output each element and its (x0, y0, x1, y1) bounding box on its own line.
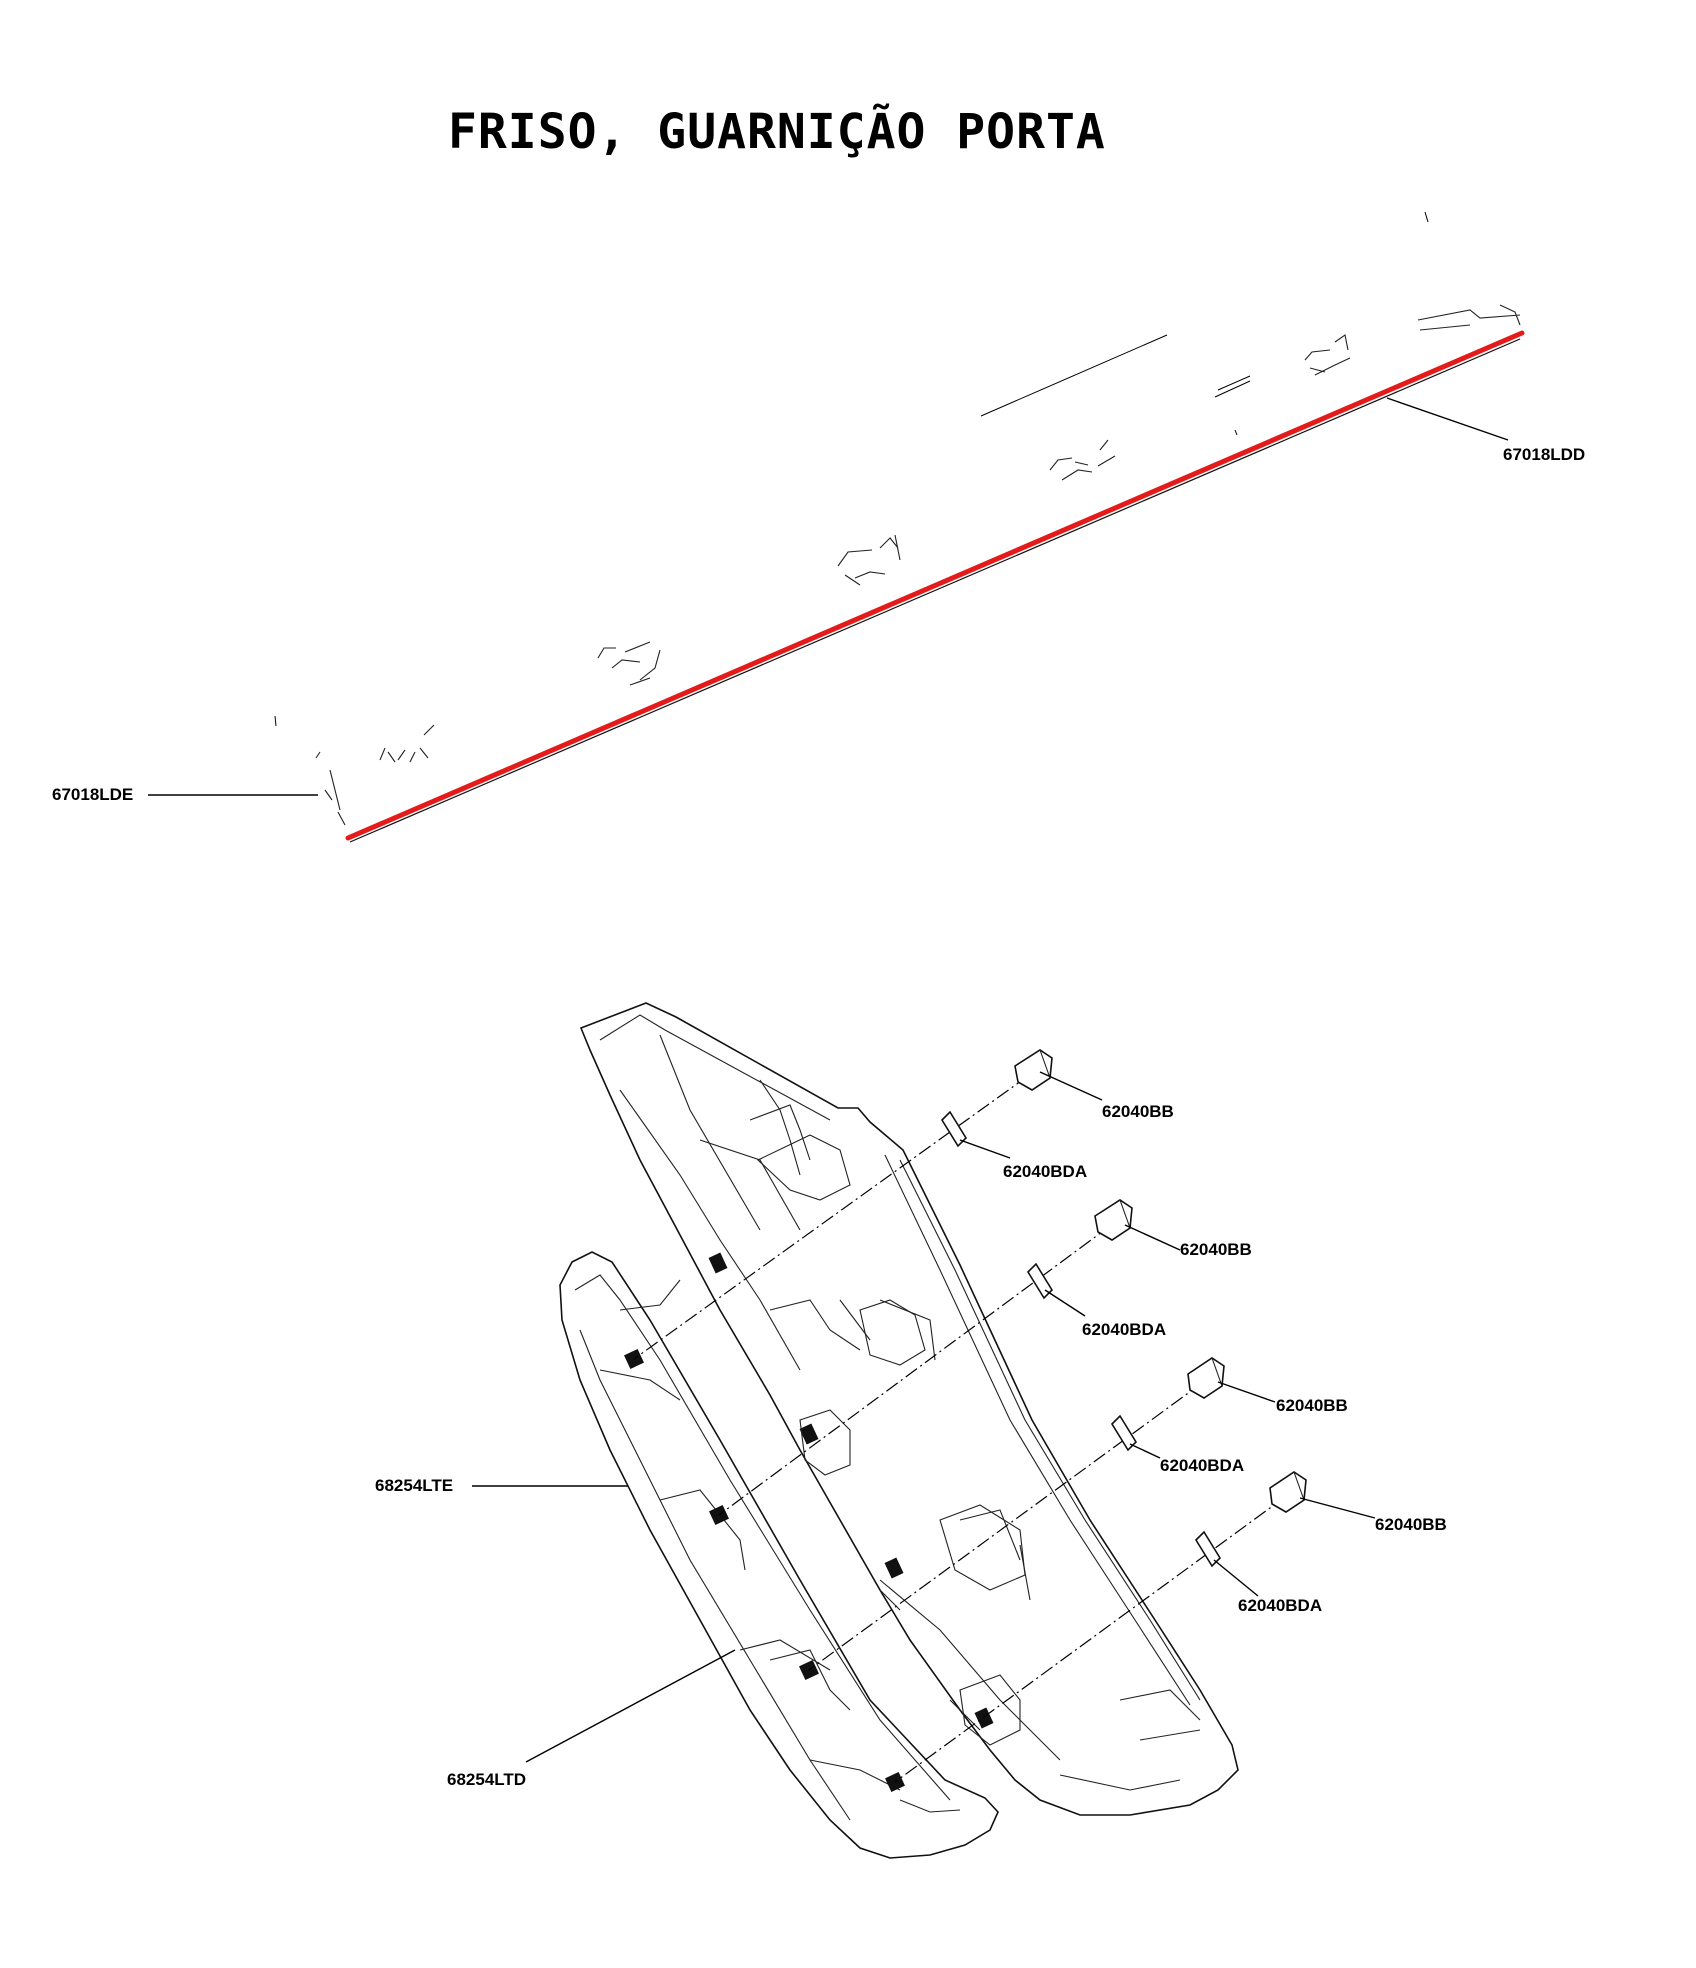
clip-fastener-3 (1187, 1357, 1225, 1399)
label-clip-4: 62040BB (1375, 1515, 1447, 1534)
washer-3 (1110, 1414, 1138, 1452)
label-panel-left: 68254LTE (375, 1476, 454, 1495)
molding-strip-red (345, 330, 1525, 841)
leader-clip-2 (1124, 1224, 1181, 1251)
label-washer-1: 62040BDA (1003, 1162, 1088, 1181)
label-strip-right: 67018LDD (1503, 445, 1586, 464)
diagram-title: FRISO, GUARNIÇÃO PORTA (448, 104, 1106, 160)
label-clip-2: 62040BB (1180, 1240, 1252, 1259)
leader-strip-right (1386, 397, 1509, 441)
label-strip-left: 67018LDE (52, 785, 134, 804)
clip-fastener-1 (1014, 1049, 1053, 1091)
leader-washer-2 (1044, 1289, 1086, 1317)
door-panel-assembly (472, 1002, 1376, 1859)
door-panel-front (559, 1251, 999, 1859)
leader-washer-3 (1129, 1443, 1161, 1459)
leader-clip-1 (1039, 1071, 1103, 1101)
label-clip-3: 62040BB (1276, 1396, 1348, 1415)
leader-washer-1 (959, 1139, 1011, 1159)
label-clip-1: 62040BB (1102, 1102, 1174, 1121)
washer-1 (940, 1110, 968, 1148)
label-washer-2: 62040BDA (1082, 1320, 1167, 1339)
leader-clip-3 (1217, 1381, 1276, 1403)
leader-washer-4 (1213, 1559, 1259, 1597)
leader-panel-right (525, 1649, 736, 1763)
washer-2 (1026, 1262, 1054, 1300)
leader-clip-4 (1299, 1497, 1376, 1519)
clip-fastener-4 (1269, 1471, 1307, 1513)
clip-fastener-2 (1094, 1199, 1133, 1241)
washer-4 (1194, 1530, 1222, 1568)
door-trim-strip-assembly (148, 211, 1525, 843)
door-panel-rear (579, 1002, 1239, 1816)
label-panel-right: 68254LTD (447, 1770, 527, 1789)
label-washer-3: 62040BDA (1160, 1456, 1245, 1475)
label-washer-4: 62040BDA (1238, 1596, 1323, 1615)
